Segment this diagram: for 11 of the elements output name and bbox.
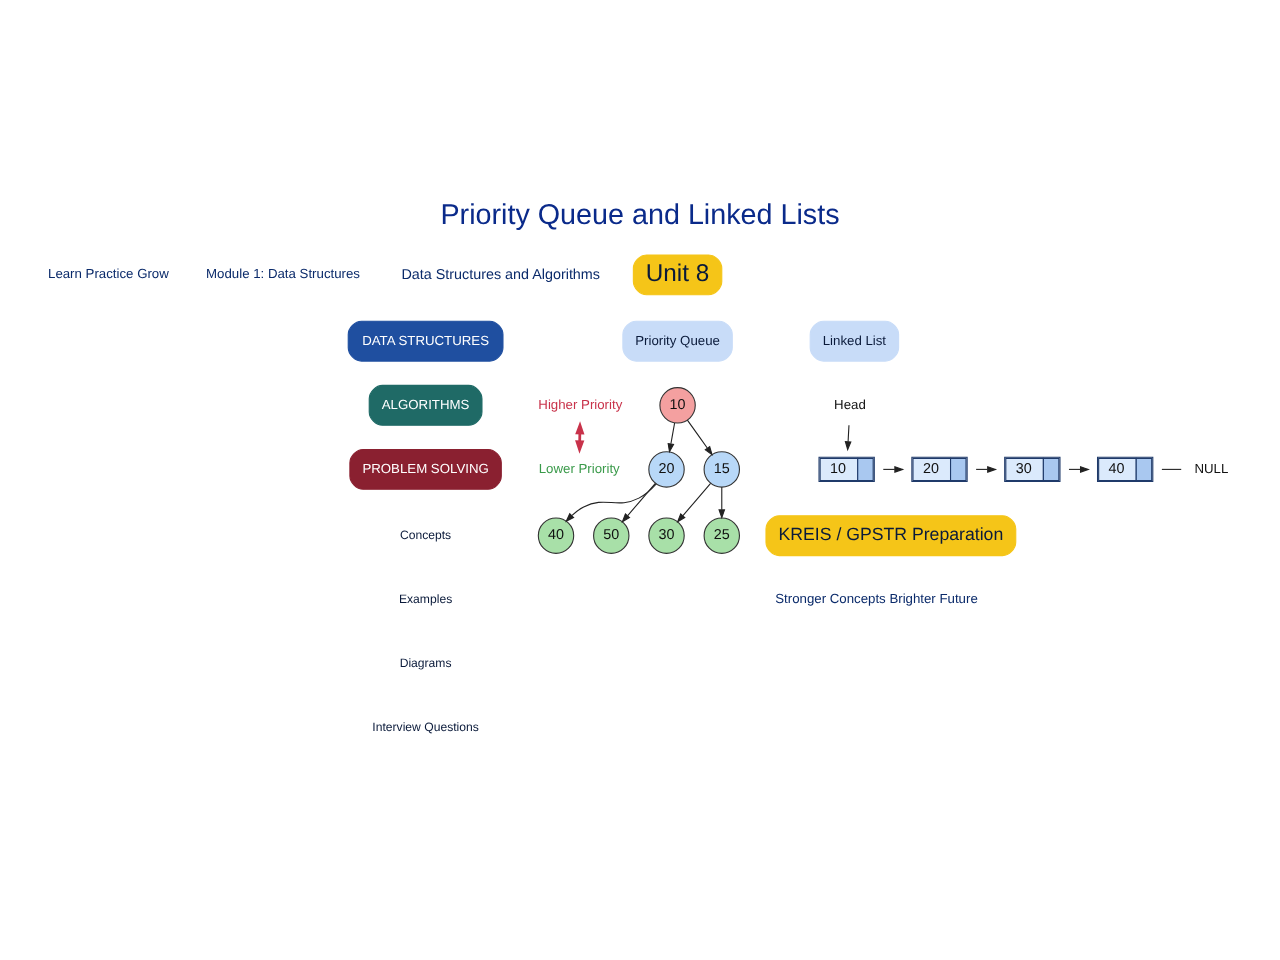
arrow bbox=[621, 481, 656, 522]
arrow bbox=[844, 423, 852, 451]
arrow bbox=[565, 482, 657, 522]
arrow bbox=[676, 481, 712, 522]
arrow bbox=[667, 421, 676, 453]
connector bbox=[1161, 467, 1182, 469]
arrow bbox=[686, 418, 713, 455]
diagram-title: Priority Queue and Linked Lists bbox=[440, 198, 840, 231]
arrow bbox=[718, 485, 726, 519]
label: Unit 8 bbox=[645, 258, 710, 287]
label: KREIS / GPSTR Preparation bbox=[778, 522, 1004, 543]
